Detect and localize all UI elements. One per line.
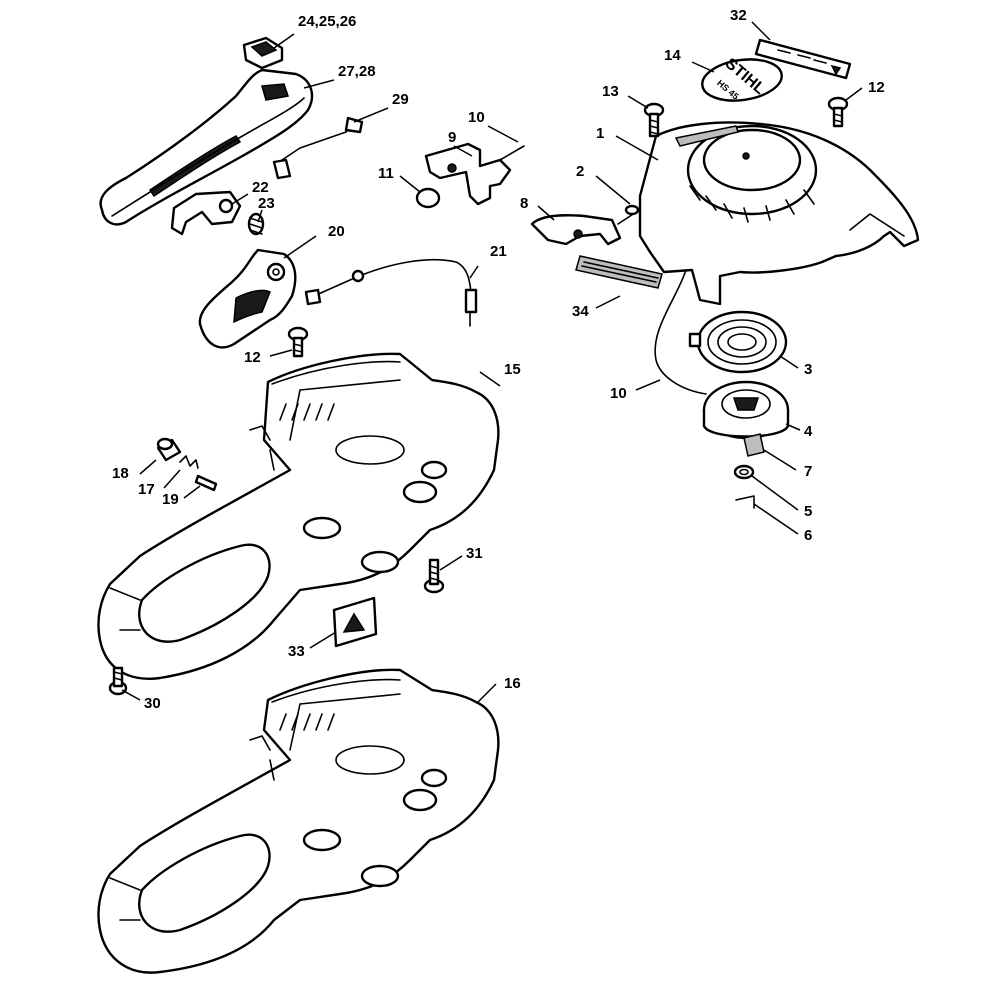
- callout-6: 6: [804, 527, 812, 544]
- callout-29: 29: [392, 91, 409, 108]
- warning-label-33: [332, 596, 378, 648]
- callout-22: 22: [252, 179, 269, 196]
- callout-12-lower: 12: [244, 349, 261, 366]
- callout-8: 8: [520, 195, 528, 212]
- callout-10-top: 10: [468, 109, 485, 126]
- callout-30: 30: [144, 695, 161, 712]
- callout-2: 2: [576, 163, 584, 180]
- callout-5: 5: [804, 503, 812, 520]
- callout-20: 20: [328, 223, 345, 240]
- label-34: [575, 255, 663, 289]
- callout-11: 11: [378, 165, 394, 182]
- pawl-7: [743, 433, 765, 457]
- callout-33: 33: [288, 643, 305, 660]
- spring-23: [247, 212, 265, 236]
- callout-18: 18: [112, 465, 129, 482]
- clip-6: [735, 495, 755, 509]
- fan-housing-1: [638, 121, 920, 306]
- callout-13: 13: [602, 83, 619, 100]
- callout-16: 16: [504, 675, 521, 692]
- washer-5: [733, 464, 755, 480]
- cap-11: [415, 187, 441, 209]
- callout-21: 21: [490, 243, 507, 260]
- throttle-cable-21: [304, 258, 478, 327]
- callout-23: 23: [258, 195, 275, 212]
- wire-29: [272, 116, 364, 180]
- callout-31: 31: [466, 545, 483, 562]
- callout-3: 3: [804, 361, 812, 378]
- screw-13: [643, 102, 665, 138]
- starter-handle-8: [530, 214, 622, 246]
- callout-24-25-26: 24,25,26: [298, 13, 356, 30]
- spring-17: [179, 455, 199, 469]
- warning-label-32: [754, 38, 852, 80]
- screw-12-lower: [287, 326, 309, 358]
- screw-30: [108, 666, 128, 696]
- callout-9: 9: [448, 129, 456, 146]
- callout-numbers: 24,25,26 27,28 29 22 23 20 21 12 10 9 11…: [112, 7, 885, 712]
- callout-1: 1: [596, 125, 604, 142]
- screw-12-top: [827, 96, 849, 128]
- callout-34: 34: [572, 303, 589, 320]
- callout-14: 14: [664, 47, 681, 64]
- callout-32: 32: [730, 7, 747, 24]
- housing-16: [97, 668, 500, 974]
- rewind-spring-3: [688, 310, 788, 374]
- throttle-trigger-20: [198, 248, 297, 349]
- callout-7: 7: [804, 463, 812, 480]
- callout-4: 4: [804, 423, 813, 440]
- housing-15: [97, 352, 500, 680]
- pin-19: [194, 474, 218, 492]
- callout-10-lower: 10: [610, 385, 627, 402]
- screw-31: [423, 558, 445, 594]
- callout-17: 17: [138, 481, 155, 498]
- leader-lines: [121, 21, 863, 703]
- rear-handle-grip: [99, 68, 314, 226]
- callout-27-28: 27,28: [338, 63, 376, 80]
- callout-12-top: 12: [868, 79, 885, 96]
- starter-grip-9: [424, 142, 525, 206]
- bushing-18: [156, 437, 182, 462]
- stihl-logo-badge: STIHL HS 45: [701, 55, 783, 102]
- bracket-22: [170, 190, 242, 236]
- callout-15: 15: [504, 361, 521, 378]
- switch-part: [242, 36, 284, 70]
- rope-rotor-4: [702, 380, 790, 440]
- starter-rope-10: [654, 269, 707, 395]
- callout-19: 19: [162, 491, 179, 508]
